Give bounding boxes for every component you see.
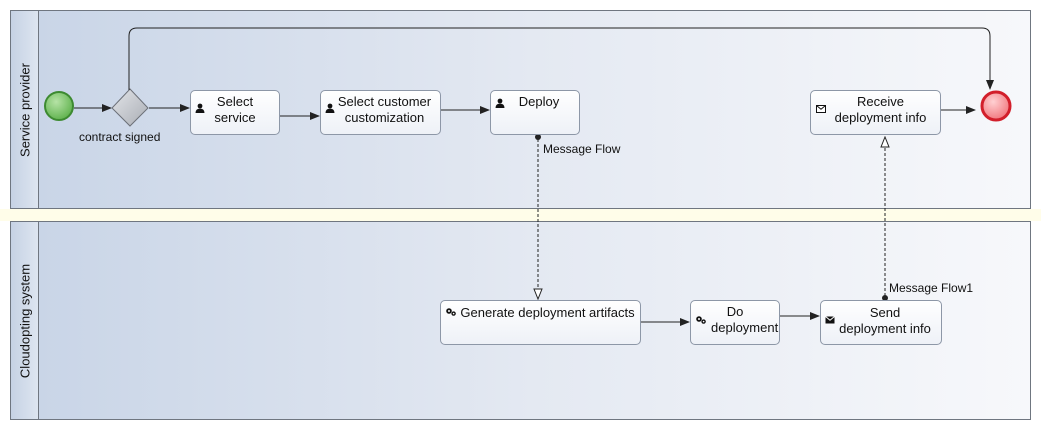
sequence-flow-gateway-end <box>128 27 994 90</box>
task-label: Deploy <box>518 94 560 109</box>
end-event[interactable] <box>980 90 1012 122</box>
start-event[interactable] <box>44 91 74 121</box>
task-label: Send deployment info <box>839 305 931 336</box>
gateway[interactable] <box>111 88 149 127</box>
task-do-deployment[interactable]: Do deployment <box>690 300 780 345</box>
message-flow1-label: Message Flow1 <box>889 281 974 295</box>
message-flow-label: Message Flow <box>543 142 621 156</box>
message-flow1-source-dot <box>882 295 888 301</box>
task-label: Select service <box>214 94 256 125</box>
task-select-service[interactable]: Select service <box>190 90 280 135</box>
gears-icon <box>696 316 706 324</box>
user-icon <box>325 103 335 113</box>
task-label: Generate deployment artifacts <box>460 305 635 320</box>
task-label: Receive deployment info <box>834 94 927 125</box>
task-label: Select customer customization <box>337 94 432 125</box>
task-generate-deployment-artifacts[interactable]: Generate deployment artifacts <box>440 300 641 345</box>
task-send-deployment-info[interactable]: Send deployment info <box>820 300 942 345</box>
envelope-icon <box>816 105 826 113</box>
user-icon <box>195 103 205 113</box>
user-icon <box>495 98 505 108</box>
task-receive-deployment-info[interactable]: Receive deployment info <box>810 90 941 135</box>
pool-header-cloudopting-system[interactable]: Cloudopting system <box>11 222 39 419</box>
gateway-label: contract signed <box>79 130 161 144</box>
task-select-customer-customization[interactable]: Select customer customization <box>320 90 441 135</box>
message-flow-source-dot <box>535 134 541 140</box>
filled-envelope-icon <box>825 316 835 324</box>
pool-header-service-provider[interactable]: Service provider <box>11 11 39 208</box>
task-deploy[interactable]: Deploy <box>490 90 580 135</box>
task-label: Do deployment <box>711 304 779 335</box>
pool-separator <box>0 209 1041 221</box>
gears-icon <box>446 308 456 316</box>
